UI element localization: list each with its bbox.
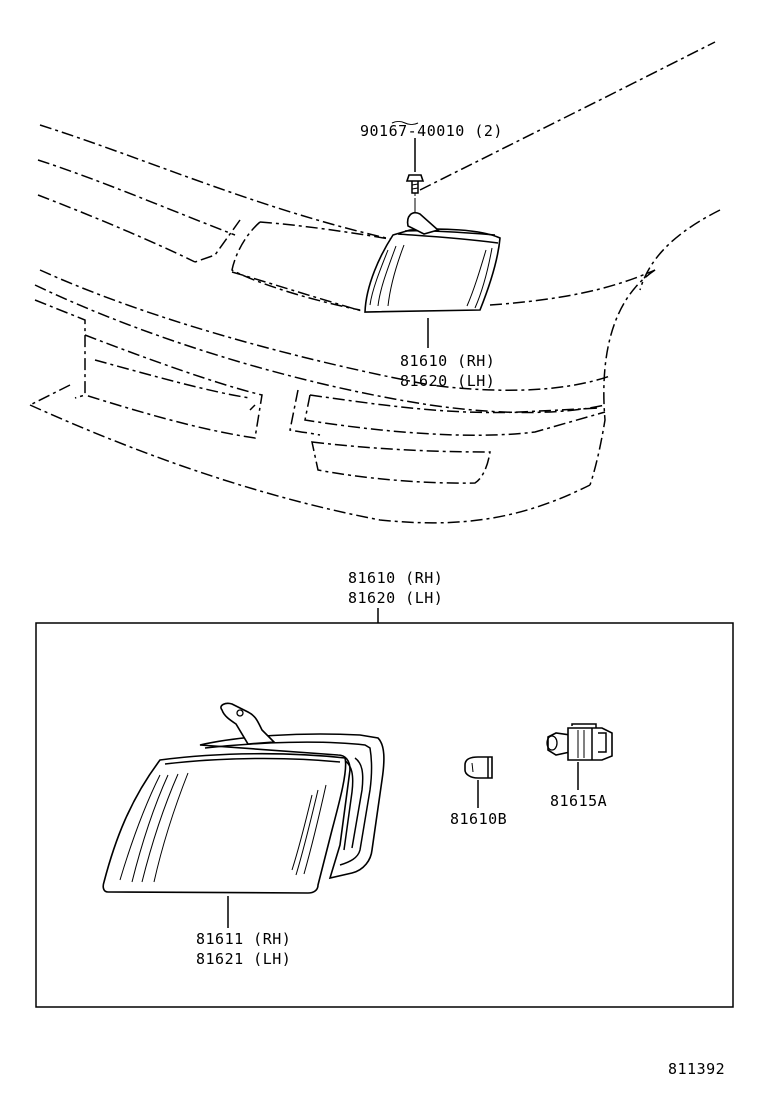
corner-lamp-exploded (102, 702, 385, 894)
socket-part-number: 81615A (550, 792, 607, 810)
bulb-part-number: 81610B (450, 810, 507, 828)
bulb-icon (464, 756, 493, 779)
lens-part-number-lh: 81621 (LH) (196, 950, 291, 968)
screw-part-number: 90167-40010 (2) (360, 122, 503, 140)
lamp-part-number-lh: 81620 (LH) (400, 372, 495, 390)
exploded-view-frame (35, 622, 734, 1008)
screw-icon (405, 174, 425, 196)
lamp-part-number-rh: 81610 (RH) (400, 352, 495, 370)
assembly-part-number-rh: 81610 (RH) (348, 569, 443, 587)
socket-icon (546, 723, 613, 761)
corner-lamp-installed (364, 211, 501, 313)
vehicle-front-outline (29, 41, 721, 524)
lens-part-number-rh: 81611 (RH) (196, 930, 291, 948)
screw-label-mark (391, 121, 419, 125)
assembly-part-number-lh: 81620 (LH) (348, 589, 443, 607)
figure-number: 811392 (668, 1060, 725, 1078)
